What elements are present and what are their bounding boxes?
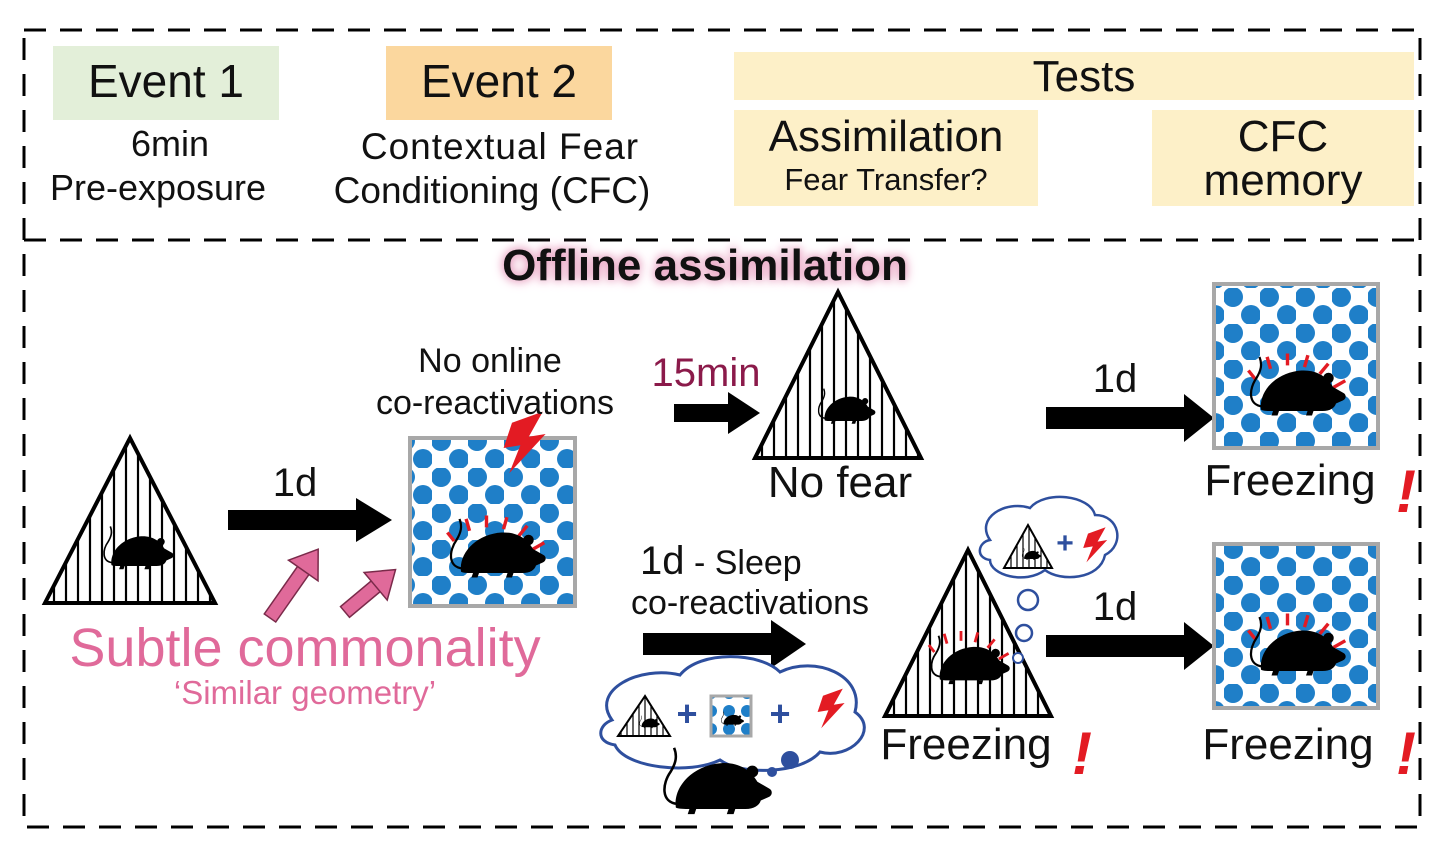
test-box-top xyxy=(1212,282,1380,450)
arrow-15min xyxy=(674,392,760,434)
arrow-top-label: 1d xyxy=(1092,357,1138,401)
arrow-1d-top xyxy=(1046,394,1214,442)
tests-box xyxy=(734,52,1414,100)
time-15min: 15min xyxy=(651,351,761,395)
exclamation-top: ! xyxy=(1396,458,1416,525)
triangle-freezing xyxy=(881,545,1055,718)
sleep-duration: 1d xyxy=(640,539,685,583)
bottom-branch-line1: 1d - Sleep xyxy=(640,540,910,582)
commonality-subtitle: ‘Similar geometry’ xyxy=(173,674,437,711)
cloud-plus-2: + xyxy=(769,693,791,734)
conditioning-box xyxy=(408,411,577,608)
sleep-thought-cloud xyxy=(599,655,866,816)
event2-box xyxy=(386,46,612,120)
cfc-line2: memory xyxy=(1203,156,1363,205)
event2-line1: Contextual Fear xyxy=(360,126,640,167)
freezing-mid-label: Freezing xyxy=(880,720,1052,769)
event2-title: Event 2 xyxy=(421,55,577,107)
arrow-sleep xyxy=(643,620,806,668)
arrow-1d-first xyxy=(228,498,392,542)
event2-line2: Conditioning (CFC) xyxy=(333,170,651,211)
arrow-bottom-label: 1d xyxy=(1092,585,1138,629)
cloud-plus-1: + xyxy=(676,693,698,734)
arrow-1d-bottom xyxy=(1046,622,1214,670)
event1-desc: Pre-exposure xyxy=(49,167,267,208)
offline-assimilation-title: Offline assimilation xyxy=(502,241,908,290)
tests-title: Tests xyxy=(1032,52,1136,101)
event1-box xyxy=(53,46,279,120)
bottom-branch-line2: co-reactivations xyxy=(630,584,870,622)
sleep-word: Sleep xyxy=(714,544,802,582)
small-thought-cloud xyxy=(978,495,1119,664)
pink-arrows xyxy=(263,548,397,624)
test-box-bottom xyxy=(1212,542,1380,710)
sleep-dash: - xyxy=(693,544,715,582)
triangle-context-left xyxy=(41,433,219,605)
event1-duration: 6min xyxy=(130,123,210,164)
triangle-no-fear xyxy=(751,287,925,460)
assimilation-title: Assimilation xyxy=(768,112,1004,161)
top-branch-line2: co-reactivations xyxy=(375,384,615,422)
top-branch-line1: No online xyxy=(418,342,562,380)
outer-dashed-frame xyxy=(22,28,1422,829)
cfc-line1: CFC xyxy=(1237,112,1329,161)
exclamation-mid: ! xyxy=(1072,720,1092,787)
commonality-title: Subtle commonality xyxy=(69,618,541,678)
assimilation-box xyxy=(734,110,1038,206)
freezing-bottom-label: Freezing xyxy=(1202,720,1374,769)
cfc-memory-box xyxy=(1152,110,1414,206)
freezing-top-label: Freezing xyxy=(1204,456,1376,505)
small-cloud-plus: + xyxy=(1056,527,1074,560)
no-fear-label: No fear xyxy=(767,458,913,507)
assimilation-subtitle: Fear Transfer? xyxy=(784,162,988,197)
arrow-first-label: 1d xyxy=(272,461,318,505)
exclamation-bottom: ! xyxy=(1396,720,1416,787)
event1-title: Event 1 xyxy=(88,55,244,107)
